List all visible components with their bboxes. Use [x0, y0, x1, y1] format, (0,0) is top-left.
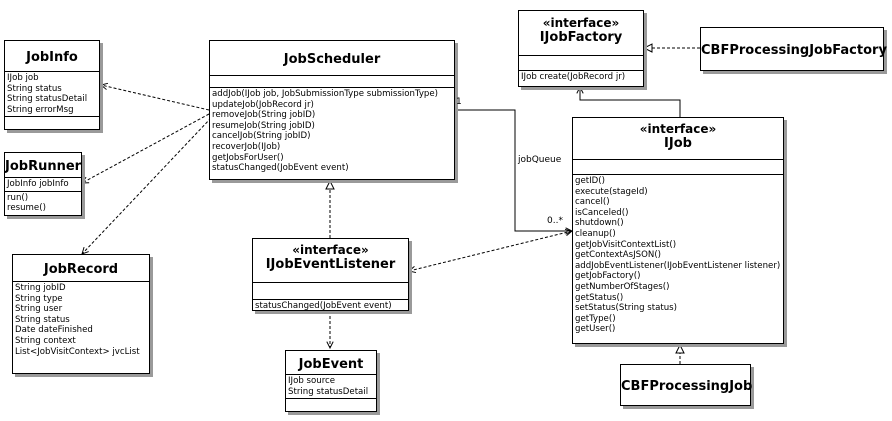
multiplicity-one-label: 1: [456, 97, 462, 107]
operation: IJob create(JobRecord jr): [521, 72, 626, 82]
operations-section: getID() execute(stageId) cancel() isCanc…: [573, 175, 783, 336]
operation: getUser(): [575, 324, 616, 335]
operation: run(): [7, 192, 29, 203]
class-cbfprocessingjob[interactable]: CBFProcessingJob: [620, 364, 753, 406]
class-jobrecord[interactable]: JobRecord String jobID String type Strin…: [12, 254, 150, 374]
operation: recoverJob(IJob): [212, 141, 281, 152]
dep-scheduler-jobinfo: [101, 85, 210, 111]
operation: removeJob(String jobID): [212, 110, 316, 121]
dep-scheduler-jobrecord: [82, 117, 212, 254]
dep-scheduler-jobrunner: [82, 113, 210, 183]
attribute: String errorMsg: [7, 104, 74, 115]
attribute: JobInfo jobInfo: [7, 179, 69, 189]
operation: isCanceled(): [575, 207, 629, 218]
class-ijobfactory[interactable]: «interface» IJobFactory IJob create(JobR…: [518, 10, 644, 87]
operations-section: run() resume(): [5, 192, 81, 215]
class-name: CBFProcessingJobFactory: [701, 43, 887, 58]
class-name: JobInfo: [5, 41, 99, 72]
attribute: String status: [7, 83, 62, 94]
operation: shutdown(): [575, 218, 624, 229]
job-queue-label: jobQueue: [518, 155, 562, 165]
operation: setStatus(String status): [575, 303, 678, 314]
attribute: IJob source: [288, 376, 336, 386]
assoc-ijob-factory: [580, 87, 681, 117]
attributes-section: [573, 160, 783, 175]
operations-section: IJob create(JobRecord jr): [519, 71, 643, 84]
operations-section: [286, 399, 376, 410]
operation: updateJob(JobRecord jr): [212, 99, 314, 110]
class-name: JobEvent: [286, 351, 376, 375]
operation: getID(): [575, 176, 605, 186]
class-jobscheduler[interactable]: JobScheduler addJob(IJob job, JobSubmiss…: [209, 40, 455, 180]
class-cbfprocessingjobfactory[interactable]: CBFProcessingJobFactory: [700, 27, 887, 71]
attribute: String user: [15, 304, 63, 315]
operation: cancel(): [575, 197, 610, 208]
attribute: Date dateFinished: [15, 325, 93, 336]
class-name: JobRecord: [13, 255, 149, 282]
attributes-section: [253, 283, 408, 300]
attribute: String statusDetail: [7, 94, 88, 105]
operations-section: addJob(IJob job, JobSubmissionType submi…: [210, 88, 454, 175]
attribute: String context: [15, 335, 76, 346]
attribute: List<JobVisitContext> jvcList: [15, 346, 140, 357]
stereotype: «interface»: [292, 243, 369, 257]
operation: statusChanged(JobEvent event): [212, 163, 349, 174]
operation: cleanup(): [575, 228, 616, 239]
class-name: «interface» IJobFactory: [519, 11, 643, 56]
operation: getJobsForUser(): [212, 152, 284, 163]
operation: statusChanged(JobEvent event): [255, 301, 392, 311]
multiplicity-many-label: 0..*: [547, 216, 563, 226]
attribute: IJob job: [7, 73, 39, 83]
operation: getJobVisitContextList(): [575, 239, 677, 250]
operation: getType(): [575, 313, 616, 324]
class-name: «interface» IJob: [573, 118, 783, 160]
class-name: JobScheduler: [210, 41, 454, 76]
attributes-section: JobInfo jobInfo: [5, 178, 81, 192]
class-ijobeventlistener[interactable]: «interface» IJobEventListener statusChan…: [252, 238, 409, 311]
attribute: String type: [15, 293, 63, 304]
stereotype: «interface»: [542, 16, 620, 30]
assoc-scheduler-ijob: [455, 109, 572, 231]
stereotype: «interface»: [639, 122, 717, 136]
operation: getStatus(): [575, 292, 624, 303]
operations-section: statusChanged(JobEvent event): [253, 300, 408, 313]
operation: getContextAsJSON(): [575, 250, 662, 261]
operation: cancelJob(String jobID): [212, 131, 311, 142]
operation: addJob(IJob job, JobSubmissionType submi…: [212, 89, 439, 99]
attributes-section: IJob source String statusDetail: [286, 375, 376, 400]
attributes-section: [519, 56, 643, 71]
attribute: String status: [15, 314, 70, 325]
operation: execute(stageId): [575, 186, 648, 197]
attributes-section: IJob job String status String statusDeta…: [5, 72, 99, 118]
dep-listener-ijob: [409, 231, 572, 271]
attributes-section: String jobID String type String user Str…: [13, 282, 149, 358]
operation: resumeJob(String jobID): [212, 120, 315, 131]
operation: getJobFactory(): [575, 271, 641, 282]
class-jobinfo[interactable]: JobInfo IJob job String status String st…: [4, 40, 100, 130]
attribute: String jobID: [15, 283, 66, 293]
class-ijob[interactable]: «interface» IJob getID() execute(stageId…: [572, 117, 784, 344]
attribute: String statusDetail: [288, 386, 369, 397]
class-name: «interface» IJobEventListener: [253, 239, 408, 283]
class-jobevent[interactable]: JobEvent IJob source String statusDetail: [285, 350, 377, 412]
operation: getNumberOfStages(): [575, 281, 670, 292]
attributes-section: [210, 76, 454, 88]
operations-section: [5, 117, 99, 128]
class-jobrunner[interactable]: JobRunner JobInfo jobInfo run() resume(): [4, 152, 82, 216]
class-name: CBFProcessingJob: [621, 379, 753, 394]
class-name: JobRunner: [5, 153, 81, 178]
operation: resume(): [7, 203, 46, 214]
operation: addJobEventListener(IJobEventListener li…: [575, 260, 781, 271]
